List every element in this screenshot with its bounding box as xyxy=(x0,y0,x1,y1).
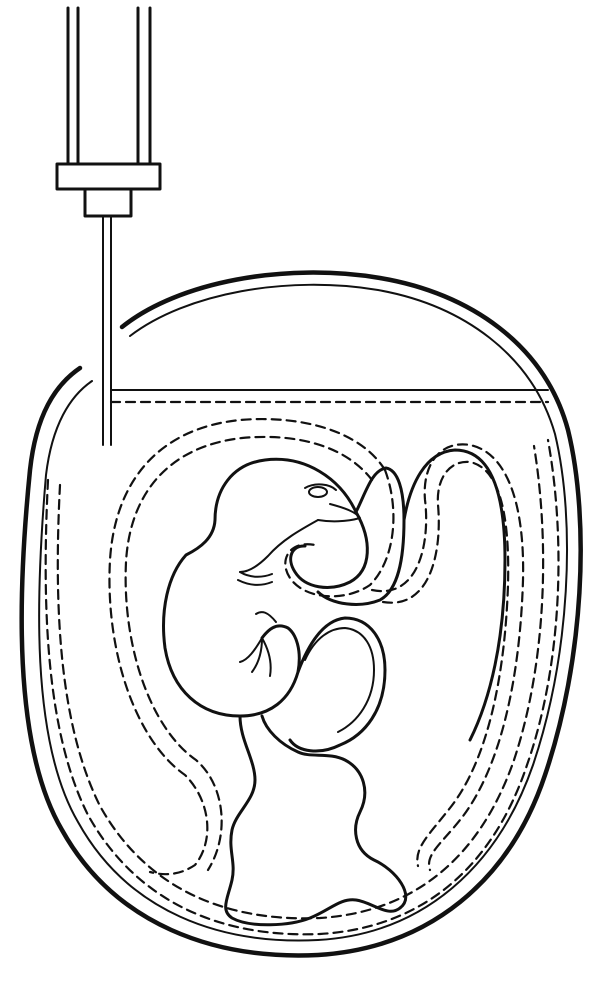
syringe-hub xyxy=(57,164,160,216)
egg-shell xyxy=(22,273,581,956)
embryo xyxy=(164,459,368,716)
needle xyxy=(103,216,111,445)
air-cell-membrane xyxy=(111,390,548,402)
albumen xyxy=(226,716,406,925)
syringe-barrel xyxy=(68,8,150,164)
yolk-sac xyxy=(290,450,505,751)
